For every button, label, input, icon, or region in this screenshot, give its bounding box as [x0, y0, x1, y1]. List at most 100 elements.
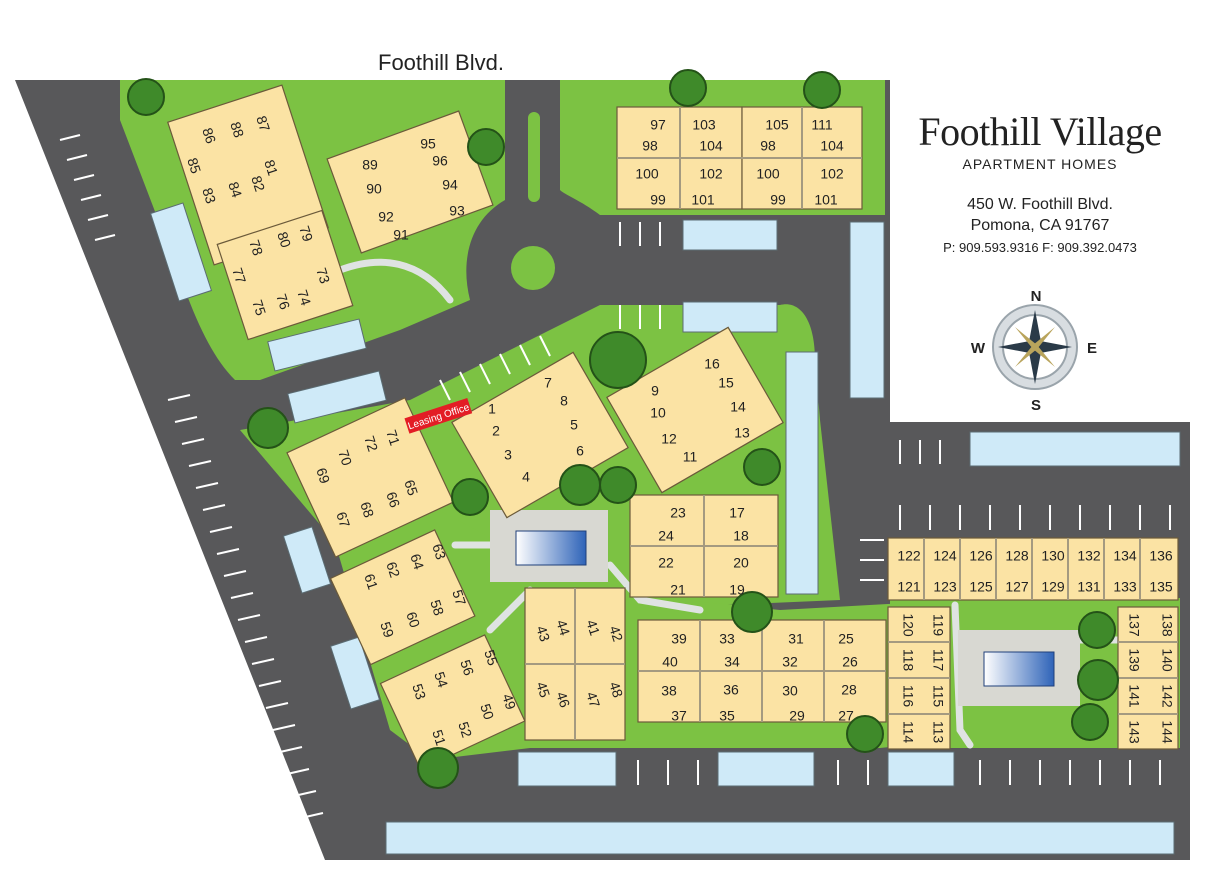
unit-number: 48 [606, 680, 626, 700]
unit-number: 25 [838, 631, 854, 647]
unit-number: 103 [692, 117, 716, 133]
unit-number: 38 [661, 683, 677, 699]
unit-number: 61 [361, 572, 381, 592]
unit-number: 136 [1149, 548, 1173, 564]
unit-number: 17 [729, 505, 745, 521]
unit-number: 12 [661, 431, 677, 447]
unit-number: 130 [1041, 548, 1065, 564]
unit-number: 9 [651, 383, 659, 399]
unit-number: 140 [1159, 648, 1175, 672]
tree-icon [451, 478, 489, 516]
unit-number: 143 [1126, 720, 1142, 744]
unit-number: 85 [184, 156, 204, 176]
covered-parking [149, 202, 1181, 855]
unit-number: 88 [227, 120, 247, 140]
unit-number: 69 [313, 466, 333, 486]
unit-number: 1 [488, 401, 496, 417]
unit-number: 104 [820, 138, 844, 154]
unit-number: 135 [1149, 579, 1173, 595]
tree-icon [559, 464, 601, 506]
tree-icon [247, 407, 289, 449]
unit-number: 133 [1113, 579, 1137, 595]
unit-number: 90 [366, 181, 382, 197]
unit-number: 84 [225, 180, 245, 200]
unit-number: 116 [900, 685, 916, 708]
tree-icon [599, 466, 637, 504]
unit-number: 118 [900, 649, 916, 672]
unit-number: 99 [650, 192, 666, 208]
unit-number: 79 [296, 224, 316, 244]
unit-number: 123 [933, 579, 957, 595]
unit-number: 60 [403, 610, 423, 630]
pool-2 [983, 651, 1055, 687]
unit-number: 141 [1126, 684, 1142, 708]
unit-number: 125 [969, 579, 993, 595]
tree-icon [846, 715, 884, 753]
pool-decks [490, 510, 1080, 706]
driveway-island [528, 112, 540, 202]
unit-number: 8 [560, 393, 568, 409]
unit-number: 105 [765, 117, 789, 133]
unit-number: 55 [481, 648, 501, 668]
tree-icon [589, 331, 647, 389]
unit-number: 124 [933, 548, 957, 564]
unit-number: 94 [442, 177, 458, 193]
unit-number: 72 [361, 434, 381, 454]
unit-number: 115 [930, 685, 946, 708]
tree-icon [731, 591, 773, 633]
building-9-16 [606, 326, 784, 494]
unit-number: 19 [729, 582, 745, 598]
compass-east: E [1087, 340, 1097, 357]
parking-stall-lines [59, 134, 1171, 819]
building-73-80 [216, 209, 354, 341]
unit-number: 63 [429, 542, 449, 562]
unit-number: 102 [699, 166, 723, 182]
pool-1 [515, 530, 587, 566]
unit-number: 56 [457, 658, 477, 678]
unit-number: 131 [1077, 579, 1101, 595]
unit-number: 78 [246, 238, 266, 258]
unit-number: 98 [642, 138, 658, 154]
unit-number: 27 [838, 708, 854, 724]
unit-number: 32 [782, 654, 798, 670]
unit-number: 89 [362, 157, 378, 173]
tree-icon [1077, 659, 1119, 701]
unit-number: 14 [730, 399, 746, 415]
unit-number: 92 [378, 209, 394, 225]
unit-number: 31 [788, 631, 804, 647]
unit-number: 6 [576, 443, 584, 459]
unit-number: 100 [756, 166, 780, 182]
unit-number: 22 [658, 555, 674, 571]
unit-number: 70 [335, 448, 355, 468]
unit-number: 71 [383, 428, 403, 448]
unit-number: 59 [377, 620, 397, 640]
compass-north: N [1031, 288, 1042, 305]
street-label: Foothill Blvd. [378, 50, 504, 75]
unit-number: 44 [553, 618, 573, 638]
building-57-64 [329, 529, 476, 666]
unit-number: 119 [930, 614, 946, 637]
building-65-72 [286, 397, 455, 558]
unit-number: 73 [313, 266, 333, 286]
unit-number: 57 [449, 588, 469, 608]
unit-number: 74 [294, 288, 314, 308]
unit-number: 62 [383, 560, 403, 580]
unit-number: 75 [249, 298, 269, 318]
unit-number: 23 [670, 505, 686, 521]
unit-number: 120 [900, 613, 916, 637]
unit-number: 101 [691, 192, 715, 208]
unit-number: 24 [658, 528, 674, 544]
unit-number: 47 [583, 690, 603, 710]
unit-number: 39 [671, 631, 687, 647]
unit-number: 37 [671, 708, 687, 724]
compass-south: S [1031, 397, 1041, 414]
unit-number: 138 [1159, 613, 1175, 637]
unit-number: 54 [431, 670, 451, 690]
unit-number: 113 [930, 721, 946, 744]
unit-number: 35 [719, 708, 735, 724]
building-dividers [525, 107, 1178, 740]
trees [127, 69, 1119, 789]
unit-number: 80 [274, 230, 294, 250]
unit-number: 139 [1126, 648, 1142, 672]
